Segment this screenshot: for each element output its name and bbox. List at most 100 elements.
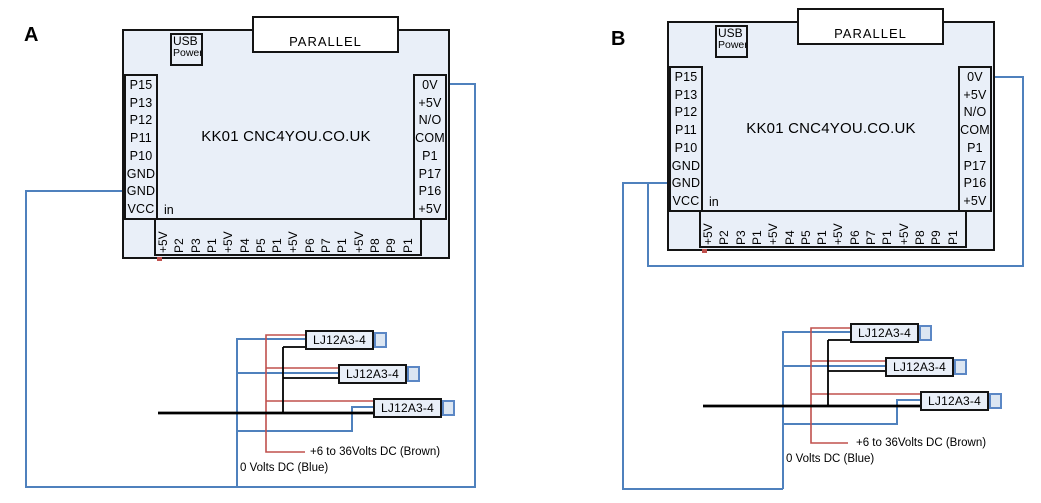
wire-blue-b-2 [782, 331, 850, 489]
pin-label-right: P17 [963, 158, 987, 173]
sensor-label: LJ12A3-4 [381, 401, 434, 415]
wire-blue-a-3 [237, 406, 373, 432]
wire-blue-b-1 [647, 76, 1024, 267]
bottom-pin-label: P7 [319, 238, 333, 253]
pin-label-right: COM [415, 131, 445, 146]
sensor-label: LJ12A3-4 [346, 367, 399, 381]
pin-label-right: +5V [963, 194, 987, 209]
vcc-in-label: in [709, 195, 719, 209]
diagram-label: B [611, 28, 626, 50]
bottom-pin-label: P3 [188, 238, 203, 253]
bottom-pin-label: P6 [847, 230, 862, 245]
pin-label-right: N/O [963, 105, 987, 120]
sensor-cable-connector [919, 325, 932, 341]
board-title: KK01 CNC4YOU.CO.UK [746, 120, 916, 137]
vcc-in-label: in [164, 203, 174, 217]
pin-label-right: 0V [422, 77, 438, 92]
bottom-pin-label: P8 [912, 230, 927, 245]
bottom-pin-label: P9 [384, 238, 399, 253]
sensor-cable-connector [989, 393, 1002, 409]
pin-label-left: P13 [674, 87, 698, 102]
proximity-sensor: LJ12A3-4 [885, 357, 954, 377]
pin-label-right: P17 [418, 166, 442, 181]
pin-label-right: P16 [963, 176, 987, 191]
bottom-pin-label: P7 [864, 230, 878, 245]
brown-wire-label: +6 to 36Volts DC (Brown) [310, 446, 441, 458]
proximity-sensor: LJ12A3-4 [305, 330, 374, 350]
sensor-cable-connector [442, 400, 455, 416]
brown-wire-label: +6 to 36Volts DC (Brown) [856, 437, 987, 449]
usb-port-label: USB [173, 34, 198, 48]
wire-red-a-0 [265, 334, 305, 453]
diagram-label: A [24, 24, 39, 46]
board-title: KK01 CNC4YOU.CO.UK [201, 128, 371, 145]
power-stub [157, 257, 162, 261]
proximity-sensor: LJ12A3-4 [850, 323, 919, 343]
sensor-label: LJ12A3-4 [928, 394, 981, 408]
pin-label-right: P1 [967, 140, 983, 155]
pin-label-right: P1 [422, 148, 438, 163]
bottom-pin-label: +5V [766, 223, 781, 245]
pin-label-left: P11 [130, 131, 152, 146]
edge-notch [667, 160, 669, 169]
bottom-pin-label: P1 [815, 230, 830, 245]
usb-port-sublabel: Power [173, 47, 203, 59]
bottom-pin-label: P2 [717, 230, 732, 245]
parallel-port: PARALLEL [797, 8, 944, 45]
pin-label-left: P12 [674, 105, 698, 120]
bottom-pin-label: P1 [204, 238, 219, 253]
bottom-pin-label: +5V [286, 231, 301, 253]
pin-label-left: GND [126, 184, 156, 199]
pin-label-right: +5V [418, 202, 442, 217]
bottom-pin-label: +5V [351, 231, 366, 253]
usb-port-label: USB [718, 26, 743, 40]
pin-label-right: N/O [418, 113, 442, 128]
bottom-pin-label: P4 [782, 230, 797, 245]
bottom-pin-label: P1 [749, 230, 764, 245]
pin-label-left: P12 [129, 113, 153, 128]
wire-blue-b-0 [622, 182, 783, 490]
proximity-sensor: LJ12A3-4 [373, 398, 442, 418]
bottom-pin-label: P1 [945, 230, 960, 245]
parallel-port: PARALLEL [252, 16, 399, 53]
pin-label-left: GND [671, 158, 701, 173]
wire-blue-b-4 [783, 399, 920, 425]
pin-label-right: P16 [418, 184, 442, 199]
pin-label-left: P15 [674, 69, 698, 84]
pin-label-left: GND [126, 166, 156, 181]
sensor-label: LJ12A3-4 [313, 333, 366, 347]
blue-wire-label: 0 Volts DC (Blue) [786, 453, 875, 465]
pin-label-left: VCC [672, 194, 700, 209]
proximity-sensor: LJ12A3-4 [920, 391, 989, 411]
blue-wire-label: 0 Volts DC (Blue) [240, 462, 329, 474]
bottom-pin-label: P1 [335, 238, 350, 253]
bottom-pin-label: P5 [798, 230, 813, 245]
bottom-pin-header [699, 210, 967, 248]
bottom-pin-header [154, 218, 422, 256]
edge-notch [122, 168, 124, 177]
power-stub [702, 249, 707, 253]
pin-label-left: P10 [674, 140, 698, 155]
bottom-pin-label: P1 [880, 230, 895, 245]
pin-label-left: P13 [129, 95, 153, 110]
bottom-pin-label: P8 [367, 238, 382, 253]
parallel-port-label: PARALLEL [289, 34, 362, 49]
pin-label-left: P10 [129, 148, 153, 163]
bottom-pin-label: P3 [733, 230, 748, 245]
bottom-pin-label: +5V [701, 223, 715, 245]
bottom-pin-label: P4 [237, 238, 252, 253]
edge-notch [122, 98, 124, 107]
bottom-pin-label: P9 [929, 230, 944, 245]
bottom-pin-label: +5V [896, 223, 911, 245]
bottom-pin-label: P6 [302, 238, 317, 253]
